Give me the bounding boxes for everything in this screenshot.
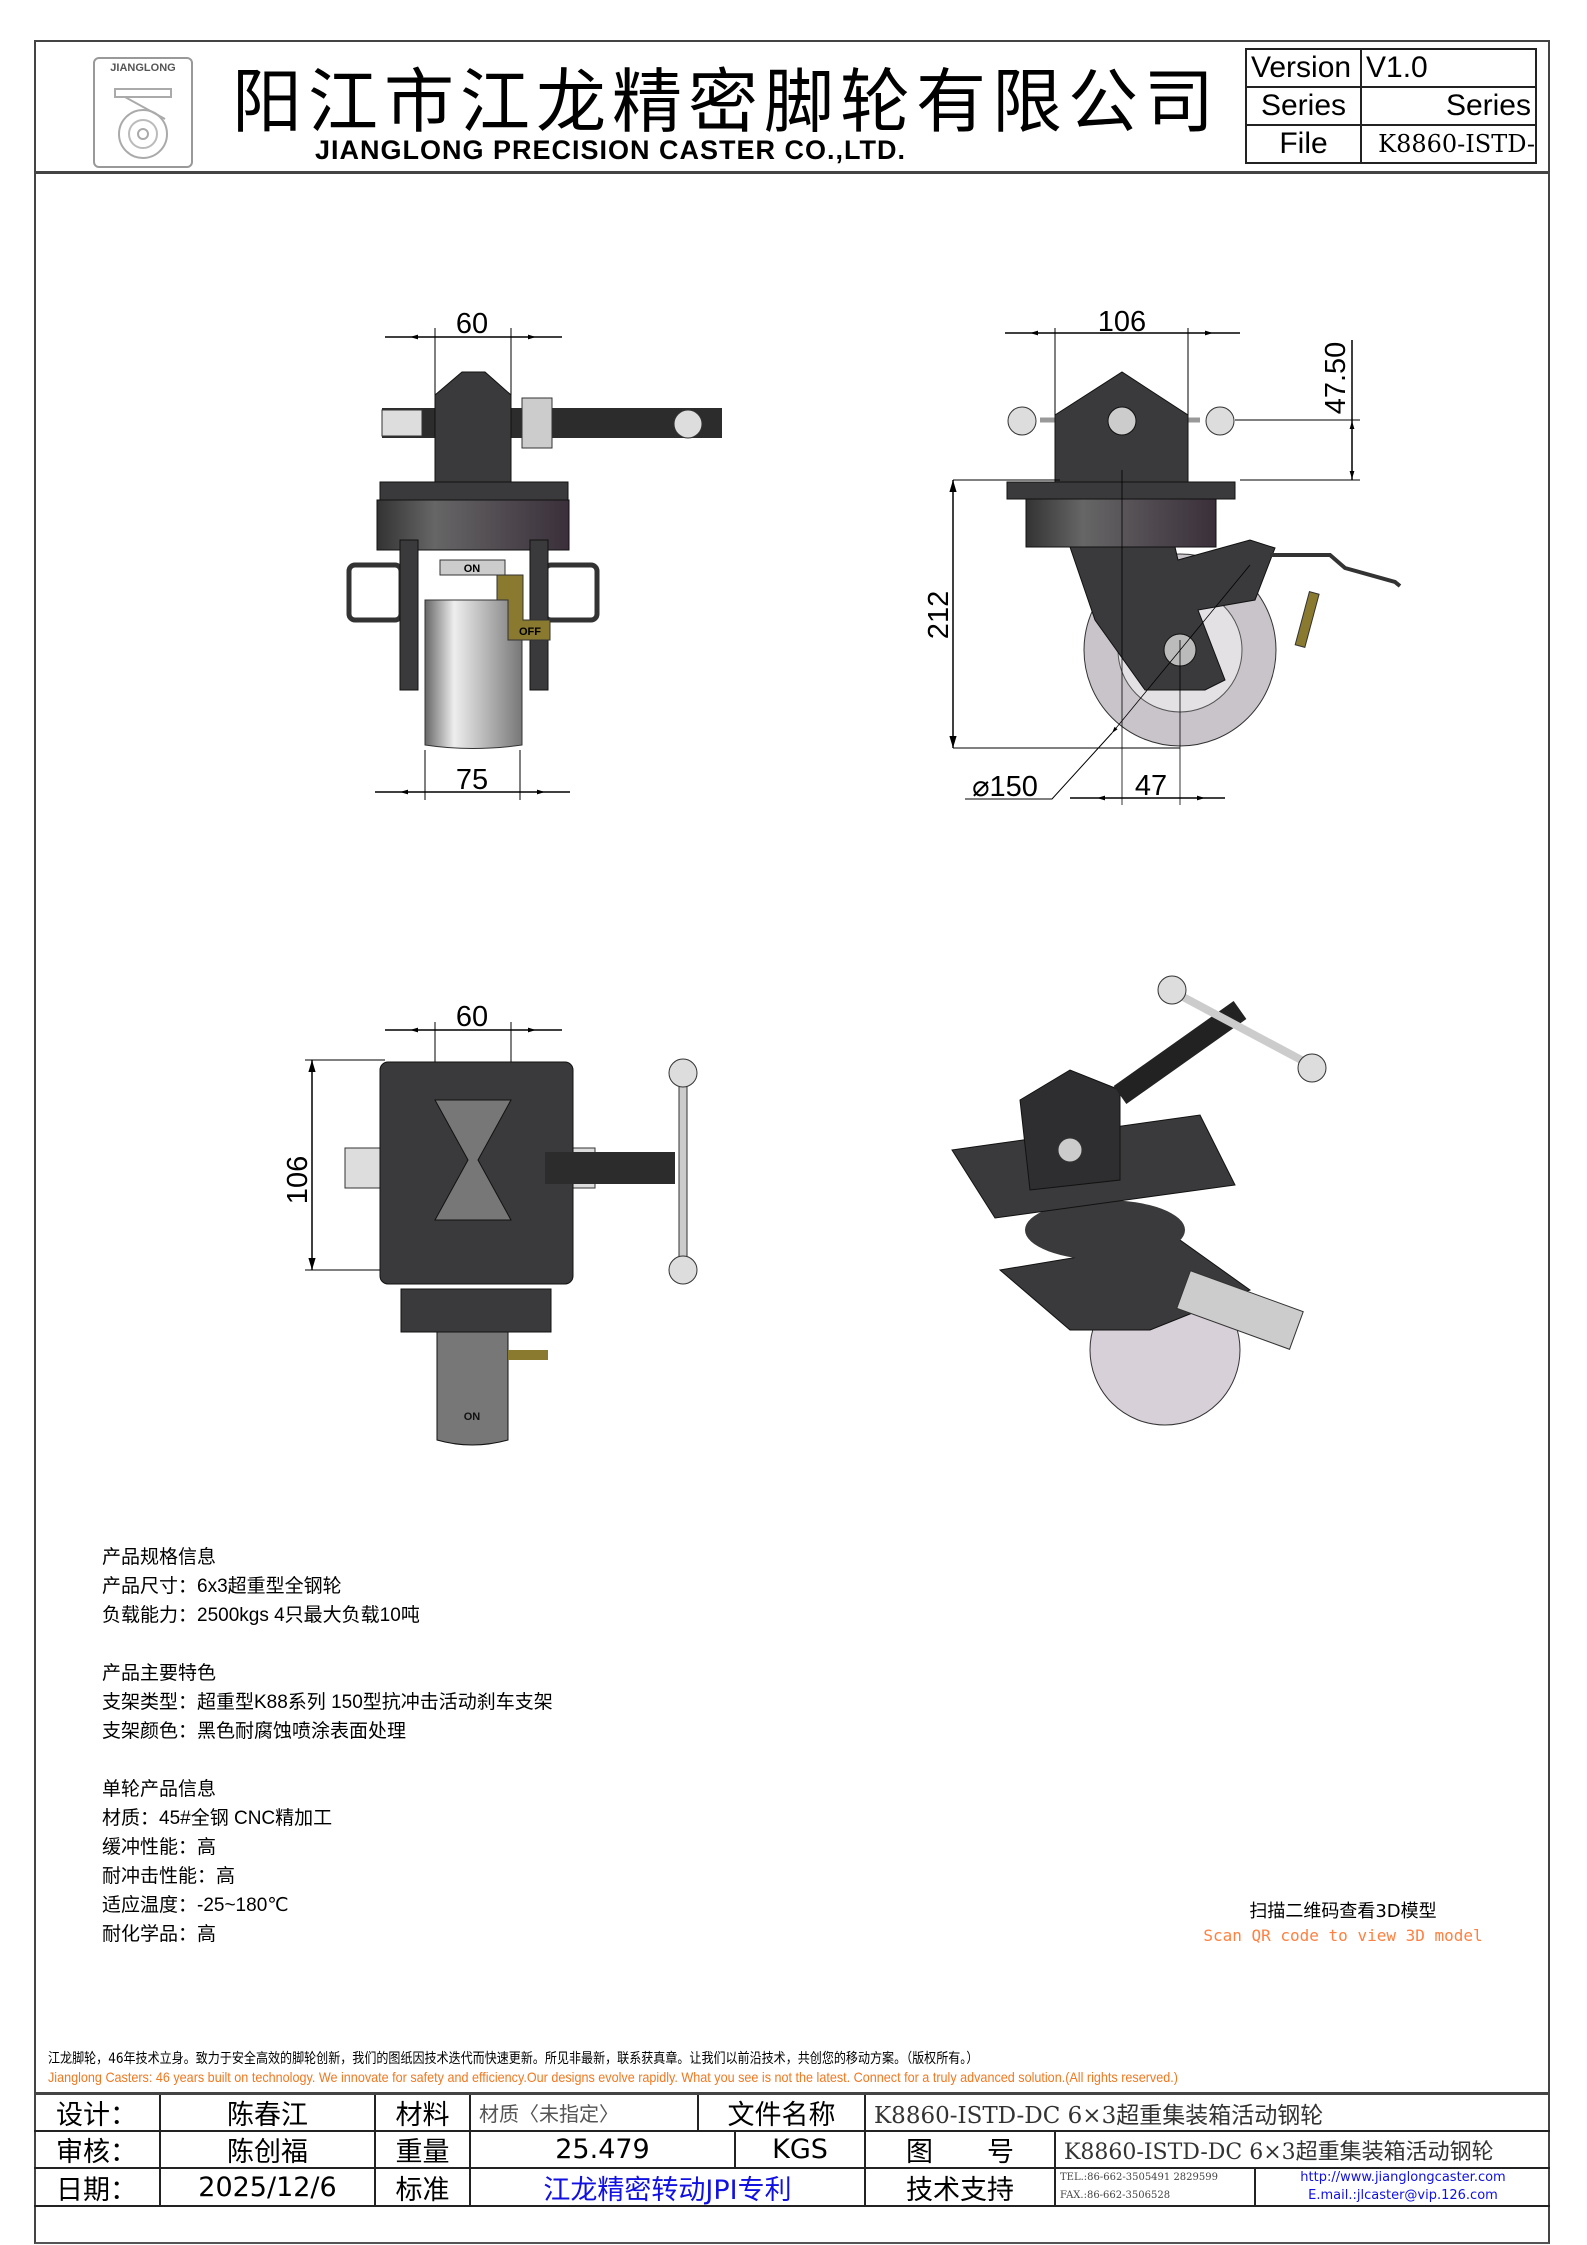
filename-value: K8860-ISTD-DC 6×3超重集装箱活动钢轮 [866,2095,1550,2132]
review-label: 审核： [34,2132,161,2169]
date-value: 2025/12/6 [161,2169,376,2207]
version-label: Version [1245,48,1362,88]
brake-pedal [1270,553,1402,588]
top-on-label: ON [464,1411,481,1423]
standard-label: 标准 [376,2169,471,2207]
wheel [424,599,523,749]
side-view: 106 212 47.50 47 ⌀150 [923,306,1402,805]
spec-section-title: 单轮产品信息 [102,1779,217,1800]
kingpin-block [434,371,512,483]
top-depth-dimension: 106 [282,1156,314,1204]
series-value: Series [1360,86,1537,126]
spec-section-title: 产品主要特色 [102,1663,217,1684]
file-value: K8860-ISTD- [1360,124,1537,164]
weight-value: 25.479 [471,2132,736,2169]
offset-dimension: 47 [1135,770,1167,802]
company-name-en: JIANGLONG PRECISION CASTER CO.,LTD. [315,135,907,165]
on-label: ON [464,563,481,575]
wheel-width-dimension: 75 [456,764,488,796]
spec-line: 缓冲性能：高 [102,1837,217,1858]
support-label: 技术支持 [866,2169,1056,2207]
title-block-divider [34,2092,1550,2095]
spec-line: 支架颜色：黑色耐腐蚀喷涂表面处理 [102,1721,407,1742]
spec-line: 产品尺寸：6x3超重型全钢轮 [102,1576,342,1597]
tel: TEL.:86-662-3505491 2829599 [1060,2172,1218,2183]
spec-line: 耐冲击性能：高 [102,1866,236,1887]
company-logo [93,57,193,168]
version-value: V1.0 [1360,48,1537,88]
contact-phone: TEL.:86-662-3505491 2829599 FAX.:86-662-… [1056,2169,1256,2207]
spec-line: 材质：45#全钢 CNC精加工 [102,1808,333,1829]
front-width-dimension: 60 [456,308,488,340]
design-label: 设计： [34,2095,161,2132]
off-label: OFF [519,626,541,638]
pin-height-dimension: 47.50 [1320,342,1352,415]
footer-note-en: Jianglong Casters: 46 years built on tec… [48,2069,1178,2085]
nut [521,397,553,449]
series-label: Series [1245,86,1362,126]
spec-line: 支架类型：超重型K88系列 150型抗冲击活动刹车支架 [102,1692,553,1713]
top-width-dimension: 60 [456,1001,488,1033]
file-label: File [1245,124,1362,164]
website-link[interactable]: http://www.jianglongcaster.com [1300,2170,1506,2185]
header-divider [34,171,1550,174]
company-name-cn: 阳江市江龙精密脚轮有限公司 [232,61,1220,143]
material-label: 材料 [376,2095,471,2132]
drawing-number-label: 图 号 [866,2132,1056,2169]
fork [1069,539,1276,691]
weight-label: 重量 [376,2132,471,2169]
filename-label: 文件名称 [699,2095,866,2132]
spec-line: 耐化学品：高 [102,1924,217,1945]
height-dimension: 212 [923,591,955,639]
logo-text: JIANGLONG [110,62,176,74]
side-width-dimension: 106 [1098,306,1146,338]
email-link[interactable]: E.mail.:jlcaster@vip.126.com [1308,2188,1498,2203]
diameter-dimension: ⌀150 [972,771,1038,803]
drawing-frame [34,40,1550,2244]
contact-web: http://www.jianglongcaster.com E.mail.:j… [1256,2169,1550,2207]
caster-logo-icon [114,88,172,159]
qr-caption-cn: 扫描二维码查看3D模型 [1249,1901,1437,1922]
isometric-view [951,975,1327,1426]
fax: FAX.:86-662-3506528 [1060,2190,1171,2201]
standard-value: 江龙精密转动JPI专利 [471,2169,866,2207]
qr-caption-en: Scan QR code to view 3D model [1203,1926,1483,1945]
brake-lever [496,574,551,641]
weight-unit: KGS [736,2132,866,2169]
spec-line: 适应温度：-25~180℃ [102,1895,289,1916]
material-value: 材质〈未指定〉 [471,2095,699,2132]
designer: 陈春江 [161,2095,376,2132]
reviewer: 陈创福 [161,2132,376,2169]
spec-section-title: 产品规格信息 [102,1547,217,1568]
front-view: 60 ON OFF 75 [346,308,722,800]
date-label: 日期： [34,2169,161,2207]
drawing-number-value: K8860-ISTD-DC 6×3超重集装箱活动钢轮 [1056,2132,1550,2169]
footer-note-cn: 江龙脚轮，46年技术立身。致力于安全高效的脚轮创新，我们的图纸因技术迭代而快速更… [48,2051,979,2067]
top-view: 60 106 ON [282,1001,698,1446]
spec-line: 负载能力：2500kgs 4只最大负载10吨 [102,1605,420,1626]
